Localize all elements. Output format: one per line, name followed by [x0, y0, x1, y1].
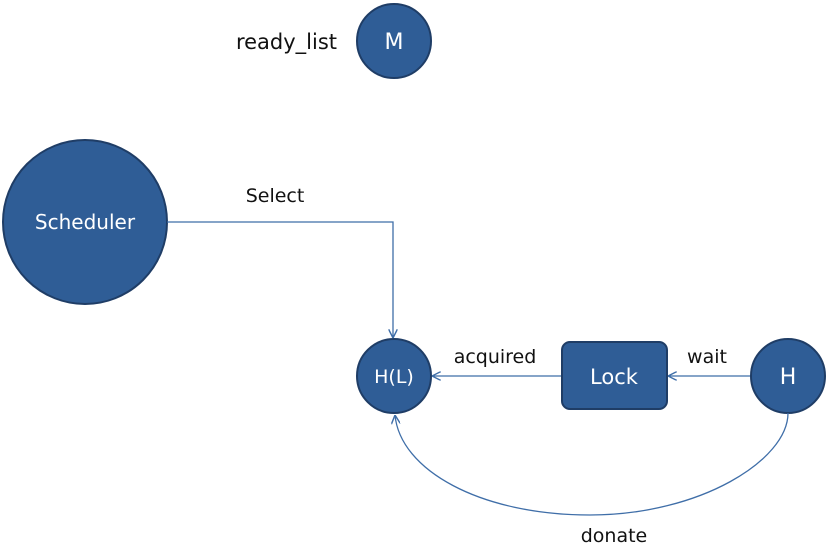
- donate-edge-label: donate: [581, 525, 648, 547]
- ready-list-node-m-circle: [356, 3, 432, 79]
- lock-node: Lock: [561, 341, 668, 410]
- scheduler-node: Scheduler: [2, 139, 168, 305]
- select-edge: [167, 221, 393, 338]
- holder-node: H(L): [356, 338, 432, 414]
- holder-node-circle: [356, 338, 432, 414]
- acquired-edge-label: acquired: [454, 346, 537, 368]
- ready-list-node-m: M: [356, 3, 432, 79]
- lock-node-rect: [561, 341, 668, 410]
- wait-edge-label: wait: [687, 346, 727, 368]
- ready-list-node-m-label: M: [385, 30, 404, 55]
- donate-edge: [395, 412, 789, 516]
- scheduler-node-label: Scheduler: [35, 210, 136, 234]
- ready-list-label: ready_list: [236, 30, 337, 55]
- holder-node-label: H(L): [374, 366, 414, 388]
- waiter-node: H: [750, 338, 826, 414]
- select-edge-label: Select: [246, 185, 305, 207]
- waiter-node-label: H: [780, 365, 797, 390]
- lock-node-label: Lock: [590, 365, 639, 389]
